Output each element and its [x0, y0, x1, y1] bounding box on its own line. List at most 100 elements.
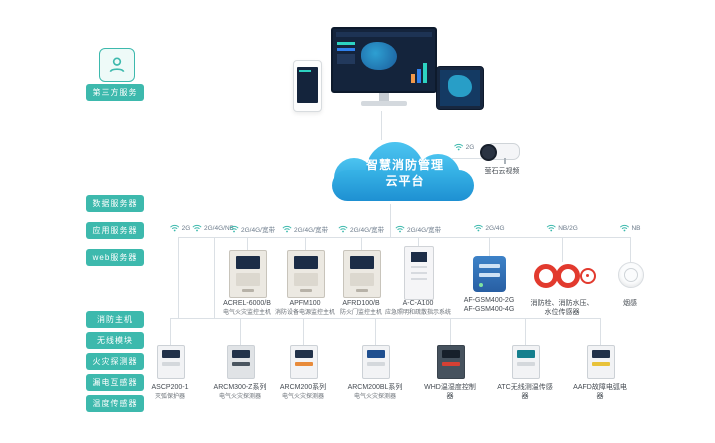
- device-label: AAFD故障电弧电器: [573, 384, 627, 400]
- device-atc: [512, 345, 540, 379]
- device-screen: [411, 252, 427, 262]
- cloud-title-line2: 云平台: [385, 174, 425, 189]
- phone-device: [293, 60, 322, 112]
- phone-chart: [299, 70, 311, 72]
- meter-screen: [367, 350, 385, 358]
- dashboard-bar: [423, 63, 427, 83]
- wifi-icon: [282, 225, 292, 233]
- drop-line: [170, 318, 171, 345]
- camera-mount: [504, 158, 506, 164]
- phone-screen: [297, 67, 318, 103]
- cloud-title-line1: 智慧消防管理: [365, 158, 444, 172]
- device-panel: [294, 273, 318, 286]
- meter-screen: [232, 350, 250, 358]
- legend-data-server: 数据服务器: [86, 195, 144, 212]
- legend-wireless-module: 无线模块: [86, 332, 144, 349]
- uplink-drop-2g: [178, 237, 179, 318]
- device-arcm200bl: [362, 345, 390, 379]
- uplink-drop-2g4gnb: [214, 237, 215, 318]
- device-panel: [350, 273, 374, 286]
- drop-line: [247, 237, 248, 250]
- bus-line-2: [170, 318, 600, 319]
- cloud-shape: [328, 140, 482, 204]
- device-whd: [437, 345, 465, 379]
- device-screen: [236, 256, 260, 269]
- drop-line: [240, 318, 241, 345]
- device-label: 消防栓、消防水压、水位传感器: [530, 300, 594, 316]
- device-label: A-C-A100 应急照明和疏散指示系统: [384, 300, 451, 316]
- connector-cloud-bus: [390, 204, 391, 237]
- cloud-platform-title: 智慧消防管理 云平台: [328, 157, 482, 189]
- gateway-led: [479, 283, 483, 287]
- device-aca100: [404, 246, 434, 300]
- legend-leakage-transformer: 漏电互感器: [86, 374, 144, 391]
- network-label: 2G/4G/宽带: [395, 224, 441, 234]
- device-acrel6000: [229, 250, 267, 298]
- device-label: ASCP200-1 灭弧保护器: [151, 384, 189, 400]
- device-label: ATC无线测温传感器: [497, 384, 553, 400]
- dashboard-map: [361, 42, 397, 70]
- network-label: 2G: [170, 224, 190, 232]
- wifi-icon: [454, 143, 464, 151]
- meter-detail: [442, 362, 460, 366]
- meter-detail: [517, 362, 535, 366]
- legend-fire-detector: 火灾探测器: [86, 353, 144, 370]
- person-icon: [109, 57, 125, 73]
- drop-line: [305, 237, 306, 250]
- device-afrd100: [343, 250, 381, 298]
- network-label: 2G/4G/宽带: [282, 224, 328, 234]
- wifi-icon: [619, 224, 629, 232]
- legend-third-party: 第三方服务: [86, 84, 144, 101]
- camera-network-label: 2G: [454, 143, 474, 151]
- device-label: WHD温湿度控制器: [424, 384, 476, 400]
- meter-detail: [367, 362, 385, 366]
- drop-line: [562, 237, 563, 262]
- device-smoke-detector: [618, 262, 644, 288]
- camera-label: 萤石云视频: [484, 168, 520, 175]
- device-label: ACREL-6000/B 电气火灾监控主机: [222, 300, 271, 316]
- device-ascp200: [157, 345, 185, 379]
- drop-line: [361, 237, 362, 250]
- device-buttons: [356, 289, 368, 292]
- device-label: APFM100 消防设备电源监控主机: [274, 300, 335, 316]
- monitor-stand: [379, 93, 389, 101]
- hydrant-wheel-icon: [556, 264, 580, 288]
- meter-screen: [517, 350, 535, 358]
- pressure-gauge-icon: [580, 268, 596, 284]
- device-label: AFRD100/B 防火门监控主机: [339, 300, 382, 316]
- connector-monitor-cloud: [381, 111, 382, 140]
- network-label: 2G/4G/NB: [192, 224, 234, 232]
- drop-line: [525, 318, 526, 345]
- drop-line: [600, 318, 601, 345]
- device-slot: [411, 278, 427, 280]
- network-label: NB/2G: [546, 224, 578, 232]
- device-buttons: [300, 289, 312, 292]
- device-label: ARCM200BL系列 电气火灾探测器: [347, 384, 403, 400]
- device-arcm300z: [227, 345, 255, 379]
- meter-screen: [162, 350, 180, 358]
- device-buttons: [242, 289, 254, 292]
- drop-line: [375, 318, 376, 345]
- drop-line: [450, 318, 451, 345]
- tablet-device: [436, 66, 484, 110]
- camera-device: [480, 141, 520, 167]
- meter-detail: [592, 362, 610, 366]
- device-label: AF-GSM400-2G AF-GSM400-4G: [463, 297, 515, 313]
- wifi-icon: [395, 225, 405, 233]
- camera-lens-icon: [480, 144, 497, 161]
- device-label: ARCM300-Z系列 电气火灾探测器: [213, 384, 267, 400]
- legend-temperature-sensor: 温度传感器: [86, 395, 144, 412]
- device-slot: [411, 272, 427, 274]
- dashboard-widget: [337, 54, 355, 64]
- device-slot: [411, 266, 427, 268]
- drop-line: [303, 318, 304, 345]
- wifi-icon: [473, 224, 483, 232]
- legend-app-server: 应用服务器: [86, 222, 144, 239]
- meter-detail: [162, 362, 180, 366]
- legend-web-server: web服务器: [86, 249, 144, 266]
- tablet-screen: [440, 70, 480, 106]
- monitor-screen: [331, 27, 437, 93]
- gateway-slot: [479, 264, 500, 268]
- meter-screen: [592, 350, 610, 358]
- hydrant-wheel-icon: [534, 264, 558, 288]
